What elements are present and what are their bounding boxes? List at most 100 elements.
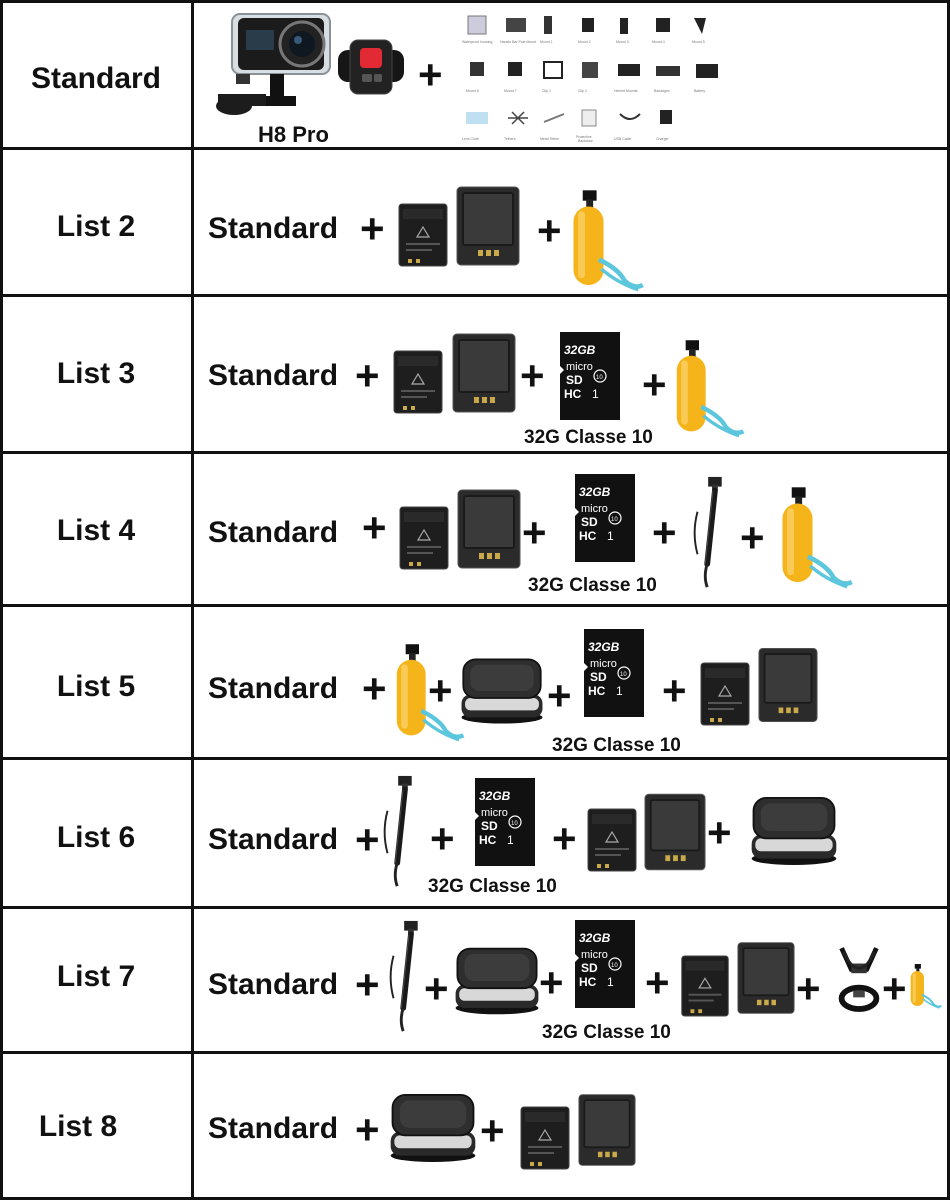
svg-text:Mount 1: Mount 1 [540,40,553,44]
remote-control-icon [336,34,406,100]
svg-text:USB Cable: USB Cable [614,137,631,141]
svg-text:Protective: Protective [576,135,592,139]
plus-sign: + [645,959,670,1006]
battery-icon [393,350,443,414]
card-brand: micro [590,658,617,670]
card-uhs: 1 [616,684,623,698]
plus-sign: + [547,672,572,719]
plus-sign: + [355,1106,380,1153]
plus-sign: + [428,667,453,714]
battery-icon [680,955,730,1017]
card-class: 10 [511,821,518,827]
standard-label: Standard [208,212,339,245]
card-capacity: 32GB [579,931,611,945]
card-caption: 32G Classe 10 [524,427,653,448]
battery-icon [587,808,637,872]
svg-text:Mount 7: Mount 7 [504,89,517,93]
svg-text:Waterproof housing: Waterproof housing [462,40,492,44]
floating-hand-grip-icon [668,338,750,438]
row-divider [0,1051,950,1054]
standard-label: Standard [208,1112,339,1145]
card-uhs: 1 [607,975,614,989]
plus-sign: + [362,665,387,712]
svg-text:Mount 5: Mount 5 [692,40,705,44]
battery-icon [398,203,448,267]
svg-text:Battery: Battery [694,89,705,93]
card-format: SD [566,373,583,387]
card-caption: 32G Classe 10 [552,735,681,756]
svg-text:Tethers: Tethers [504,137,516,141]
battery-charger-icon [456,186,520,266]
row-label-standard: Standard [30,62,162,95]
plus-sign: + [537,207,562,254]
microsd-card-icon: 32GB micro SD 10 HC 1 [556,330,624,422]
camera-caption: H8 Pro [258,122,329,147]
plus-sign: + [360,205,385,252]
card-uhs: 1 [592,387,599,401]
row-label-list-6: List 6 [56,821,136,854]
storage-case-icon [387,1078,479,1178]
svg-text:Clip 2: Clip 2 [578,89,587,93]
microsd-card-icon: 32GB micro SD 10 HC 1 [580,627,648,719]
row-divider [0,906,950,909]
battery-icon [700,662,750,726]
table-border-bottom [0,1197,950,1200]
camera-in-waterproof-case-icon [210,10,335,125]
plus-sign: + [430,815,455,862]
row-divider [0,451,950,454]
card-caption: 32G Classe 10 [542,1022,671,1043]
battery-charger-icon [578,1090,636,1170]
row-divider [0,294,950,297]
standard-label: Standard [208,359,339,392]
plus-sign: + [522,509,547,556]
card-format: SD [581,515,598,529]
floating-hand-grip-icon [565,188,649,292]
svg-text:Mount 4: Mount 4 [652,40,665,44]
card-class: 10 [596,375,603,381]
floating-hand-grip-icon [773,485,859,589]
row-divider [0,604,950,607]
table-border-right [947,0,950,1200]
card-brand: micro [581,949,608,961]
row-divider [0,757,950,760]
selfie-stick-icon [684,474,742,592]
card-uhs: 1 [607,529,614,543]
card-format: SD [481,819,498,833]
chest-and-head-strap-icon [830,938,888,1020]
plus-sign: + [662,667,687,714]
svg-text:Clip 1: Clip 1 [542,89,551,93]
card-hc: HC [579,529,597,543]
standard-label: Standard [208,516,339,549]
svg-text:Handle Bar Pole Mount: Handle Bar Pole Mount [500,40,536,44]
card-capacity: 32GB [579,485,611,499]
plus-sign: + [652,509,677,556]
plus-sign: + [418,51,443,98]
card-capacity: 32GB [564,343,596,357]
battery-charger-icon [737,938,795,1018]
selfie-stick-icon [374,773,432,891]
card-hc: HC [479,833,497,847]
floating-hand-grip-icon [904,940,947,1032]
plus-sign: + [642,361,667,408]
card-class: 10 [611,963,618,969]
table-border-left [0,0,3,1200]
svg-text:Metal Tether: Metal Tether [540,137,560,141]
svg-text:Backdoor: Backdoor [578,139,594,143]
standard-label: Standard [208,968,339,1001]
microsd-card-icon: 32GB micro SD 10 HC 1 [471,776,539,868]
card-capacity: 32GB [479,789,511,803]
plus-sign: + [740,514,765,561]
svg-text:Mount 3: Mount 3 [616,40,629,44]
plus-sign: + [552,815,577,862]
battery-charger-icon [644,792,706,872]
plus-sign: + [355,352,380,399]
microsd-card-icon: 32GB micro SD 10 HC 1 [571,918,639,1010]
card-format: SD [590,670,607,684]
battery-icon [520,1106,570,1170]
plus-sign: + [882,965,907,1012]
card-uhs: 1 [507,833,514,847]
microsd-card-icon: 32GB micro SD 10 HC 1 [571,472,639,564]
